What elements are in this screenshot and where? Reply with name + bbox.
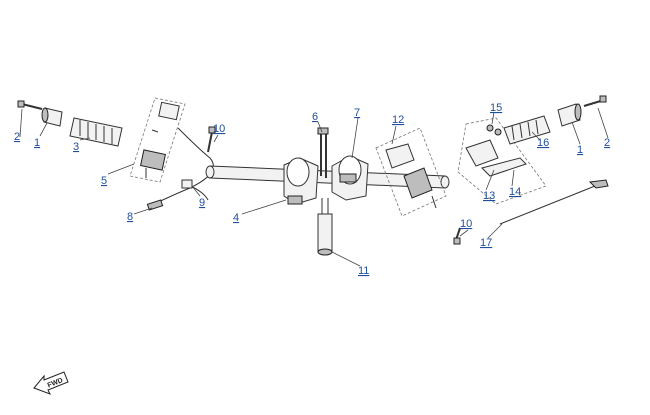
leader-lines bbox=[19, 107, 609, 267]
callout-7[interactable]: 11 bbox=[358, 265, 369, 277]
bolt-right bbox=[453, 227, 461, 245]
switch-housing-right bbox=[375, 127, 447, 217]
callout-6[interactable]: 6 bbox=[312, 111, 318, 123]
clamp-right bbox=[331, 155, 369, 201]
callout-10-left[interactable]: 10 bbox=[213, 123, 225, 135]
callout-14[interactable]: 14 bbox=[509, 186, 521, 198]
bar-end-bolt-left bbox=[17, 100, 43, 110]
callout-5[interactable]: 5 bbox=[101, 175, 107, 187]
grip-right bbox=[503, 115, 551, 145]
callout-4[interactable]: 4 bbox=[233, 212, 239, 224]
switch-housing-left bbox=[129, 97, 186, 183]
grip-left bbox=[69, 117, 123, 147]
callout-2-right[interactable]: 2 bbox=[604, 137, 610, 149]
clamp-bolts bbox=[317, 127, 329, 178]
callout-12[interactable]: 12 bbox=[392, 114, 404, 126]
callout-2-left[interactable]: 2 bbox=[14, 131, 20, 143]
callout-1-right[interactable]: 1 bbox=[577, 144, 583, 156]
callout-10-right[interactable]: 10 bbox=[460, 218, 472, 230]
callout-1-left[interactable]: 1 bbox=[34, 137, 40, 149]
fwd-arrow-icon: FWD bbox=[33, 371, 69, 395]
callout-13[interactable]: 13 bbox=[483, 190, 495, 202]
callout-labels: 2 1 3 5 8 9 10 4 6 7 12 15 16 1 2 13 14 … bbox=[14, 102, 610, 277]
callout-9[interactable]: 9 bbox=[199, 197, 205, 209]
callout-11[interactable]: 7 bbox=[354, 107, 360, 119]
callout-16[interactable]: 16 bbox=[537, 137, 549, 149]
bar-end-weight-left bbox=[41, 107, 63, 127]
clutch-cable bbox=[499, 179, 609, 225]
clamp-left bbox=[283, 157, 319, 205]
brake-assembly bbox=[457, 117, 547, 205]
bar-end-weight-right bbox=[557, 103, 582, 127]
riser bbox=[317, 198, 333, 256]
callout-17[interactable]: 17 bbox=[480, 237, 492, 249]
callout-8[interactable]: 8 bbox=[127, 211, 133, 223]
bolt-left bbox=[207, 126, 216, 153]
bar-end-bolt-right bbox=[583, 95, 607, 107]
callout-15[interactable]: 15 bbox=[490, 102, 502, 114]
callout-3[interactable]: 3 bbox=[73, 141, 79, 153]
